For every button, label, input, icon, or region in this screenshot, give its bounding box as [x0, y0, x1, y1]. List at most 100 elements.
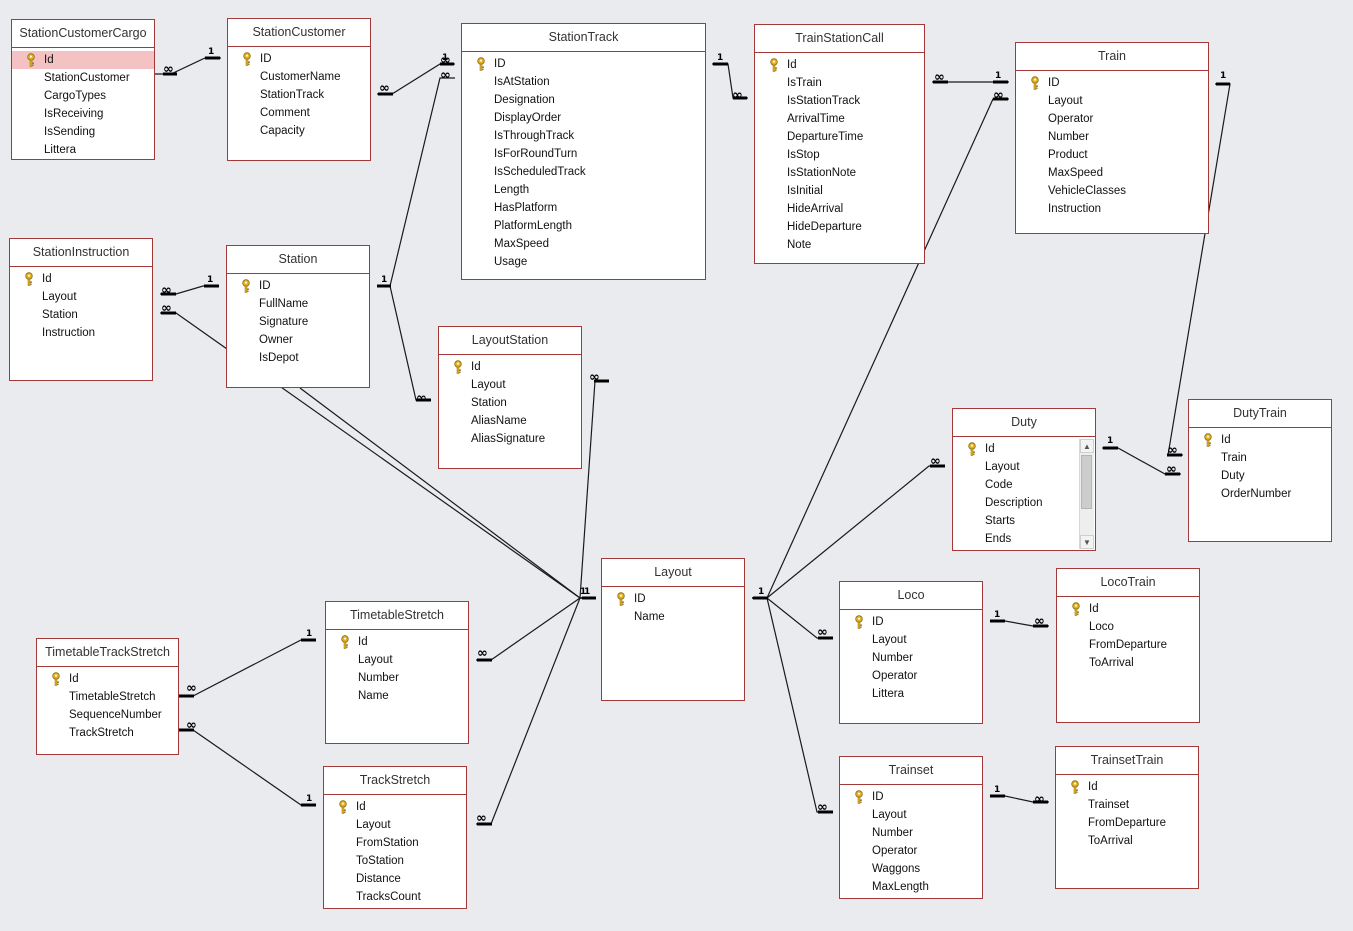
- field-row[interactable]: Id: [37, 670, 178, 688]
- field-row[interactable]: IsStop: [755, 146, 924, 164]
- field-row[interactable]: Waggons: [840, 860, 982, 878]
- field-row[interactable]: Instruction: [1016, 200, 1208, 218]
- field-row[interactable]: ID: [840, 788, 982, 806]
- field-row[interactable]: TimetableStretch: [37, 688, 178, 706]
- table-title[interactable]: Layout: [602, 559, 744, 587]
- field-row[interactable]: Name: [602, 608, 744, 626]
- field-row[interactable]: Id: [1056, 778, 1198, 796]
- table-title[interactable]: StationTrack: [462, 24, 705, 52]
- relationship-line[interactable]: [377, 285, 431, 401]
- field-row[interactable]: ID: [840, 613, 982, 631]
- field-row[interactable]: HideArrival: [755, 200, 924, 218]
- field-row[interactable]: ToStation: [324, 852, 466, 870]
- field-row[interactable]: Capacity: [228, 122, 370, 140]
- field-row[interactable]: Id: [12, 51, 154, 69]
- field-row[interactable]: Layout: [840, 806, 982, 824]
- table-title[interactable]: StationInstruction: [10, 239, 152, 267]
- field-row[interactable]: Layout: [953, 458, 1095, 476]
- table-title[interactable]: StationCustomer: [228, 19, 370, 47]
- table-title[interactable]: Train: [1016, 43, 1208, 71]
- table-title[interactable]: Trainset: [840, 757, 982, 785]
- field-row[interactable]: Layout: [840, 631, 982, 649]
- field-row[interactable]: PlatformLength: [462, 217, 705, 235]
- field-row[interactable]: IsTrain: [755, 74, 924, 92]
- relationship-line[interactable]: [752, 465, 945, 599]
- field-row[interactable]: IsStationNote: [755, 164, 924, 182]
- field-row[interactable]: Owner: [227, 331, 369, 349]
- field-row[interactable]: Name: [326, 687, 468, 705]
- field-row[interactable]: MaxSpeed: [462, 235, 705, 253]
- field-row[interactable]: IsDepot: [227, 349, 369, 367]
- table-title[interactable]: TrainsetTrain: [1056, 747, 1198, 775]
- table-title[interactable]: LayoutStation: [439, 327, 581, 355]
- field-row[interactable]: IsStationTrack: [755, 92, 924, 110]
- field-row[interactable]: AliasName: [439, 412, 581, 430]
- field-row[interactable]: MaxLength: [840, 878, 982, 896]
- field-row[interactable]: FromDeparture: [1057, 636, 1199, 654]
- field-row[interactable]: Comment: [228, 104, 370, 122]
- field-row[interactable]: Layout: [439, 376, 581, 394]
- field-row[interactable]: StationTrack: [228, 86, 370, 104]
- field-row[interactable]: TrackStretch: [37, 724, 178, 742]
- field-row[interactable]: Layout: [324, 816, 466, 834]
- field-row[interactable]: ID: [602, 590, 744, 608]
- field-row[interactable]: IsForRoundTurn: [462, 145, 705, 163]
- field-row[interactable]: ID: [227, 277, 369, 295]
- field-row[interactable]: CustomerName: [228, 68, 370, 86]
- relationship-line[interactable]: [178, 639, 316, 697]
- field-row[interactable]: IsInitial: [755, 182, 924, 200]
- relationship-line[interactable]: [476, 597, 595, 825]
- field-row[interactable]: Operator: [840, 842, 982, 860]
- field-row[interactable]: IsAtStation: [462, 73, 705, 91]
- field-row[interactable]: Layout: [10, 288, 152, 306]
- field-row[interactable]: ID: [462, 55, 705, 73]
- field-row[interactable]: Number: [326, 669, 468, 687]
- field-row[interactable]: CargoTypes: [12, 87, 154, 105]
- table-title[interactable]: StationCustomerCargo: [12, 20, 154, 48]
- field-row[interactable]: Designation: [462, 91, 705, 109]
- field-row[interactable]: VehicleClasses: [1016, 182, 1208, 200]
- relationship-line[interactable]: [476, 597, 595, 661]
- field-row[interactable]: Ends: [953, 530, 1095, 548]
- table-title[interactable]: LocoTrain: [1057, 569, 1199, 597]
- field-row[interactable]: HideDeparture: [755, 218, 924, 236]
- field-row[interactable]: Id: [1057, 600, 1199, 618]
- table-title[interactable]: TrackStretch: [324, 767, 466, 795]
- field-row[interactable]: DisplayOrder: [462, 109, 705, 127]
- field-row[interactable]: Description: [953, 494, 1095, 512]
- table-title[interactable]: Loco: [840, 582, 982, 610]
- field-row[interactable]: Number: [840, 824, 982, 842]
- field-row[interactable]: ToArrival: [1056, 832, 1198, 850]
- field-row[interactable]: Littera: [840, 685, 982, 703]
- field-row[interactable]: Number: [840, 649, 982, 667]
- field-row[interactable]: Id: [324, 798, 466, 816]
- relationship-line[interactable]: [377, 77, 455, 287]
- vertical-scrollbar[interactable]: ▲▼: [1079, 439, 1094, 549]
- field-row[interactable]: FullName: [227, 295, 369, 313]
- field-row[interactable]: IsThroughTrack: [462, 127, 705, 145]
- field-row[interactable]: Operator: [1016, 110, 1208, 128]
- table-title[interactable]: TrainStationCall: [755, 25, 924, 53]
- field-row[interactable]: Station: [10, 306, 152, 324]
- field-row[interactable]: Id: [326, 633, 468, 651]
- relationship-line[interactable]: [178, 729, 316, 806]
- field-row[interactable]: Loco: [1057, 618, 1199, 636]
- field-row[interactable]: Signature: [227, 313, 369, 331]
- field-row[interactable]: TracksCount: [324, 888, 466, 906]
- scroll-up-arrow-icon[interactable]: ▲: [1080, 439, 1094, 453]
- field-row[interactable]: ID: [1016, 74, 1208, 92]
- field-row[interactable]: Littera: [12, 141, 154, 159]
- field-row[interactable]: Distance: [324, 870, 466, 888]
